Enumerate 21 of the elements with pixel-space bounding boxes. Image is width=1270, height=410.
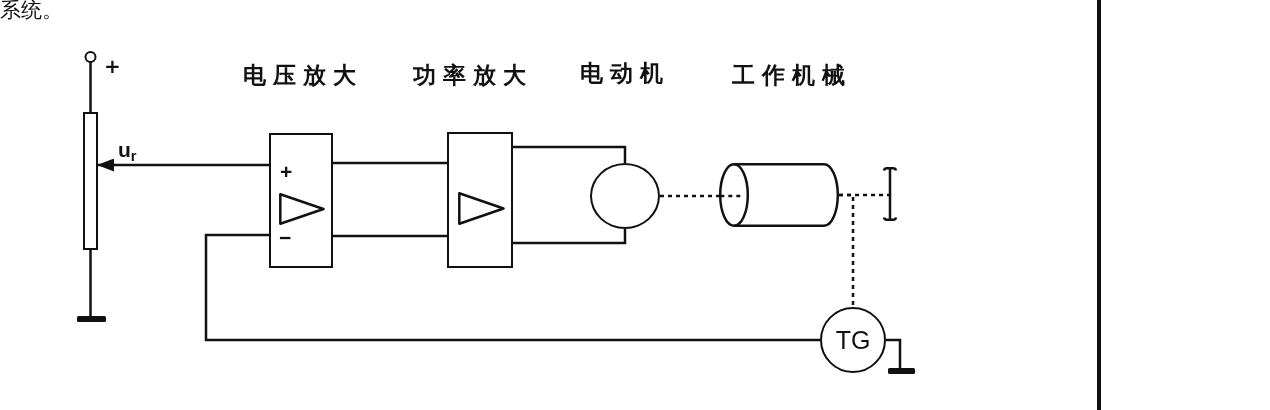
polarity-sign: +: [104, 55, 121, 78]
wire: [513, 145, 627, 163]
body-text: 系统。: [0, 0, 63, 23]
component-heading: 工作机械: [732, 62, 852, 89]
wire: [333, 234, 447, 238]
arrow: [97, 158, 269, 172]
polarity-sign: −: [279, 227, 292, 248]
resistor-symbol: [83, 112, 98, 250]
amplifier-box: [447, 132, 513, 268]
symbol-label: TG: [835, 327, 871, 353]
cylinder-symbol: [719, 163, 839, 227]
polarity-sign: +: [280, 161, 293, 182]
i-beam-symbol: [884, 167, 896, 221]
wire: [513, 229, 627, 245]
dashed-line: [839, 193, 855, 307]
wire: [333, 161, 447, 165]
component-heading: 功率放大: [413, 62, 533, 89]
component-heading: 电压放大: [243, 62, 363, 89]
component-heading: 电动机: [580, 60, 670, 87]
dashed-line: [660, 194, 719, 198]
amplifier-box: [269, 133, 333, 268]
